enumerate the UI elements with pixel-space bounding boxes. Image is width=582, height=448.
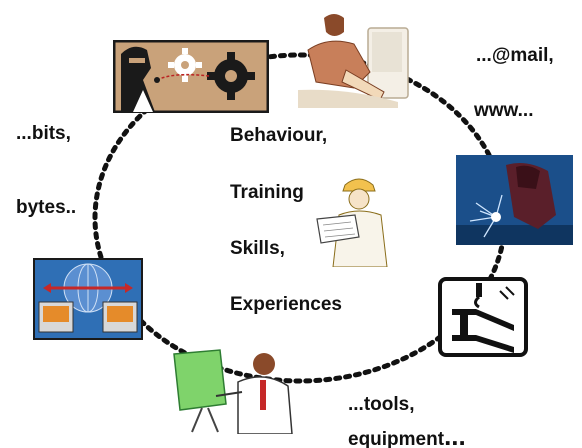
steel-beam-crane-icon bbox=[438, 277, 528, 357]
welder-sparks-icon bbox=[456, 155, 573, 245]
bits-label: ...bits, bbox=[16, 123, 71, 144]
bytes-label: bytes.. bbox=[16, 197, 77, 218]
equipment-ellipsis: ... bbox=[444, 421, 466, 448]
behaviour-label: Behaviour, bbox=[230, 125, 328, 146]
mail-label: ...@mail, bbox=[476, 45, 554, 66]
office-worker-computer-icon bbox=[298, 10, 410, 108]
presenter-chart-icon bbox=[172, 348, 298, 434]
www-label: www... bbox=[474, 100, 534, 121]
experiences-label: Experiences bbox=[230, 294, 342, 315]
tools-label: ...tools, bbox=[348, 394, 415, 415]
training-label: Training bbox=[230, 182, 304, 203]
skills-label: Skills, bbox=[230, 238, 285, 259]
engineer-hardhat-icon bbox=[315, 175, 405, 267]
gears-people-icon bbox=[113, 40, 269, 113]
equipment-label: equipment... bbox=[348, 421, 466, 448]
equipment-text: equipment bbox=[348, 429, 445, 448]
network-computers-icon bbox=[33, 258, 143, 340]
